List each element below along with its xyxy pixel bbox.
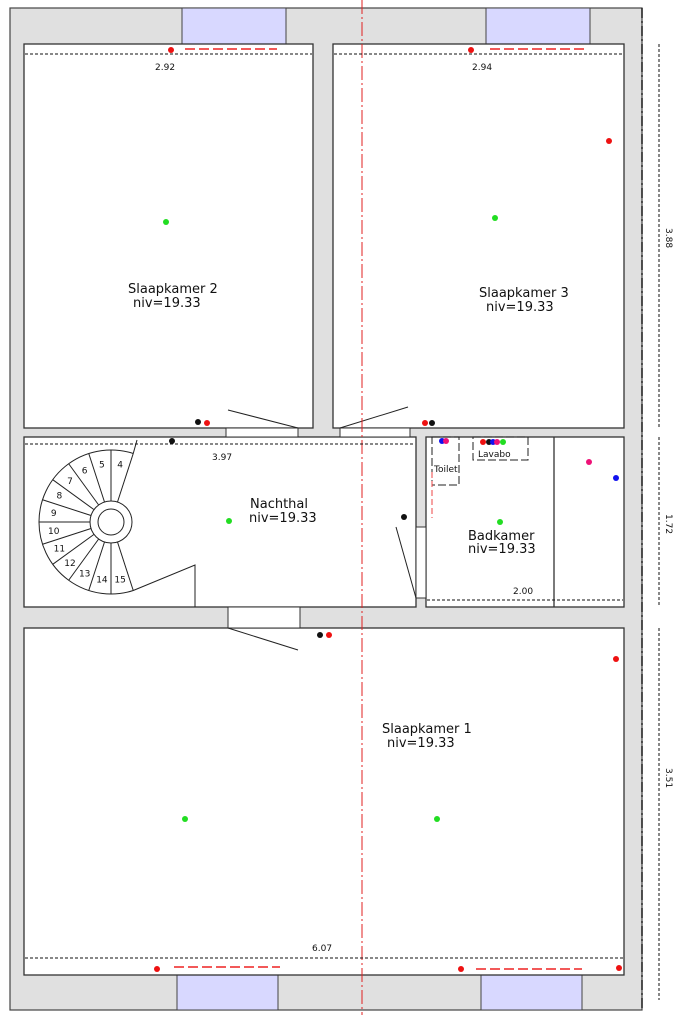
red-point-marker <box>154 966 160 972</box>
dimension-label: 3.88 <box>663 228 673 248</box>
stair-step-number: 12 <box>64 559 75 569</box>
window <box>181 7 287 46</box>
black-point-marker <box>401 514 407 520</box>
stair-core <box>97 508 125 536</box>
green-point-marker <box>163 219 169 225</box>
green-point-marker <box>226 518 232 524</box>
stair-step-edge <box>42 528 92 545</box>
red-point-marker <box>613 656 619 662</box>
spiral-staircase: 4 5 678 9 10 11 12 13 14 15 <box>38 439 196 607</box>
stair-step-edge <box>117 453 134 503</box>
stair-step-edge <box>68 463 100 506</box>
stair-step-number: 9 <box>51 509 57 519</box>
stair-outline <box>38 449 196 607</box>
stair-step-edge <box>42 499 92 516</box>
red-point-marker <box>326 632 332 638</box>
stair-step-number: 11 <box>54 544 65 554</box>
room-name: Badkamer <box>468 529 535 544</box>
stair-step-number: 7 <box>67 477 73 487</box>
stair-step-number: 14 <box>96 575 108 585</box>
room-name: Nachthal <box>250 497 308 512</box>
green-point-marker <box>500 439 506 445</box>
red-point-marker <box>204 420 210 426</box>
door-swing <box>395 526 417 599</box>
room-name: Slaapkamer 3 <box>479 286 569 301</box>
stair-handrail <box>132 439 138 454</box>
stair-step-number: 4 <box>117 461 123 471</box>
lavabo-fixture <box>472 436 529 461</box>
dimension-label: 3.97 <box>212 453 232 463</box>
door-swing <box>339 406 409 429</box>
dimension-label: 1.72 <box>663 514 673 534</box>
room-name: Slaapkamer 1 <box>382 722 472 737</box>
red-point-marker <box>468 47 474 53</box>
stair-step-edge <box>88 541 105 591</box>
green-point-marker <box>497 519 503 525</box>
blue-point-marker <box>613 475 619 481</box>
red-point-marker <box>616 965 622 971</box>
room-slaapkamer-2 <box>23 43 314 429</box>
stair-step-number: 15 <box>114 575 125 585</box>
window <box>176 974 279 1011</box>
stair-step-number: 8 <box>56 492 62 502</box>
room-level: niv=19.33 <box>387 736 455 751</box>
door-opening <box>227 606 301 629</box>
door-swing <box>227 627 299 651</box>
lavabo-label: Lavabo <box>478 450 511 460</box>
room-badkamer <box>425 436 625 608</box>
room-slaapkamer-3 <box>332 43 625 429</box>
point-markers <box>154 47 622 972</box>
dimension-label: 2.94 <box>472 63 492 73</box>
stair-step-number: 6 <box>82 466 88 476</box>
stair-step-edge <box>52 533 95 565</box>
pink-point-marker <box>586 459 592 465</box>
room-name: Slaapkamer 2 <box>128 282 218 297</box>
red-point-marker <box>480 439 486 445</box>
room-level: niv=19.33 <box>133 296 201 311</box>
green-point-marker <box>434 816 440 822</box>
green-point-marker <box>182 816 188 822</box>
red-point-marker <box>606 138 612 144</box>
black-point-marker <box>195 419 201 425</box>
stair-step-edge <box>117 541 134 591</box>
green-point-marker <box>492 215 498 221</box>
door-opening <box>225 427 299 438</box>
pink-point-marker <box>443 438 449 444</box>
window <box>485 7 591 46</box>
stair-step-edge <box>88 453 105 503</box>
door-opening <box>339 427 411 438</box>
dimension-label: 2.92 <box>155 63 175 73</box>
dimension-label: 6.07 <box>312 944 332 954</box>
black-point-marker <box>169 438 175 444</box>
red-point-marker <box>458 966 464 972</box>
stair-step-number: 5 <box>99 461 105 471</box>
room-slaapkamer-1 <box>23 627 625 976</box>
toilet-fixture <box>431 436 460 486</box>
black-point-marker <box>429 420 435 426</box>
room-level: niv=19.33 <box>486 300 554 315</box>
dimension-label: 3.51 <box>663 768 673 788</box>
black-point-marker <box>317 632 323 638</box>
dimension-label: 2.00 <box>513 587 533 597</box>
room-level: niv=19.33 <box>468 542 536 557</box>
red-point-marker <box>168 47 174 53</box>
stair-step-number: 13 <box>79 570 90 580</box>
red-point-marker <box>422 420 428 426</box>
room-level: niv=19.33 <box>249 511 317 526</box>
stair-step-edge <box>68 538 100 581</box>
toilet-label: Toilet <box>433 465 458 475</box>
stair-step-number: 10 <box>48 527 60 537</box>
pink-point-marker <box>494 439 500 445</box>
window <box>480 974 583 1011</box>
door-opening <box>415 526 427 599</box>
door-swing <box>227 409 299 429</box>
stair-step-edge <box>52 479 95 511</box>
